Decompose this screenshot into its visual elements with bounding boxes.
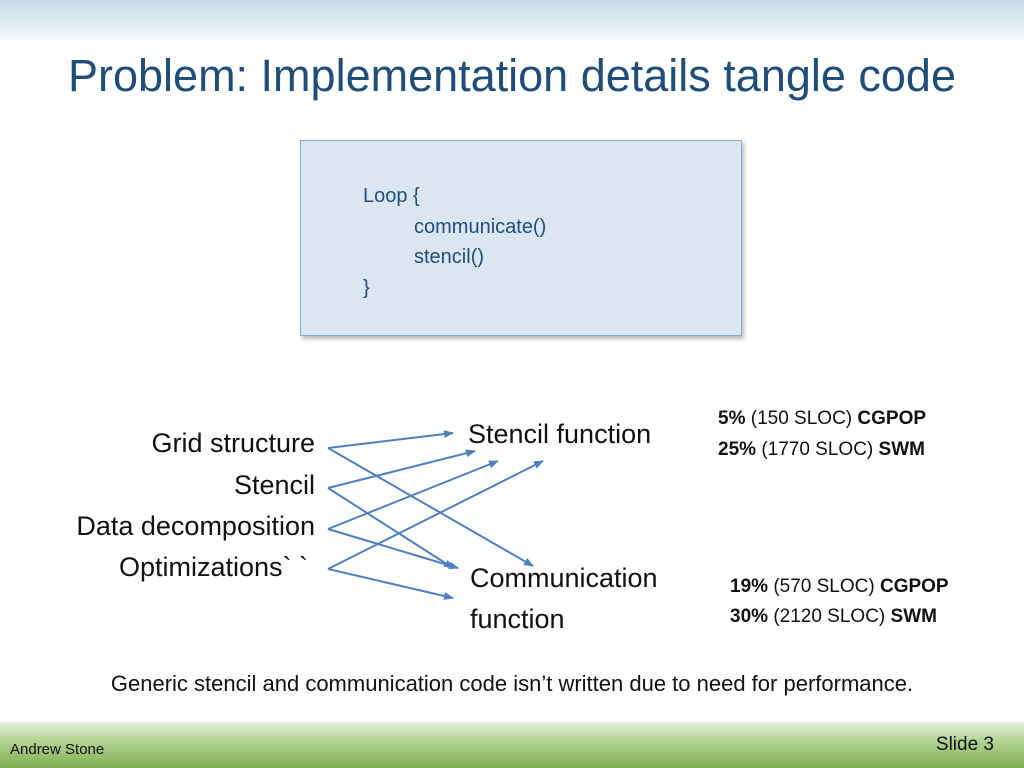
stat-sloc: (570 SLOC) (773, 576, 875, 597)
stat-pct: 25% (718, 439, 757, 460)
arrow-stencil-to-communication (327, 487, 454, 569)
arrow-stencil-to-stencil (327, 449, 476, 489)
stat-app: CGPOP (879, 576, 949, 597)
footnote: Generic stencil and communication code i… (110, 671, 914, 696)
stat-sloc: (150 SLOC) (750, 408, 853, 429)
header-band (0, 0, 1024, 44)
stat-sloc: (1770 SLOC) (761, 439, 874, 460)
arrow-optimizations-to-stencil (327, 460, 544, 570)
stat-pct: 5% (718, 408, 746, 429)
author-name: Andrew Stone (10, 741, 105, 758)
arrow-grid-to-stencil (327, 430, 454, 449)
label-communication-function-line1: Communication (470, 563, 658, 593)
footer-band (0, 722, 1024, 768)
label-stencil: Stencil (233, 470, 315, 500)
code-box: Loop { communicate() stencil() } (300, 140, 742, 336)
label-communication-function-line2: function (470, 604, 565, 634)
stat-sloc: (2120 SLOC) (773, 606, 886, 627)
stat-stencil-swm: 25% (1770 SLOC) SWM (718, 436, 925, 464)
stat-pct: 30% (730, 606, 769, 627)
label-grid-structure: Grid structure (151, 428, 315, 458)
stat-app: CGPOP (857, 408, 927, 429)
stat-pct: 19% (730, 576, 769, 597)
code-line: } (363, 277, 370, 299)
code-line: Loop { (363, 185, 420, 207)
arrow-optimizations-to-communication (327, 568, 454, 600)
arrow-decomposition-to-communication (327, 528, 459, 570)
stat-comm-swm: 30% (2120 SLOC) SWM (730, 603, 937, 631)
slide-number: Slide 3 (935, 734, 994, 755)
code-line: communicate() (414, 216, 547, 238)
arrow-grid-to-communication (327, 447, 534, 567)
stat-comm-cgpop: 19% (570 SLOC) CGPOP (730, 573, 949, 601)
arrow-decomposition-to-stencil (327, 460, 499, 530)
code-line: stencil() (414, 246, 485, 268)
stat-app: SWM (890, 606, 937, 627)
label-optimizations: Optimizations` ` (118, 552, 308, 582)
label-stencil-function: Stencil function (468, 419, 652, 449)
label-data-decomposition: Data decomposition (76, 511, 315, 541)
stat-app: SWM (878, 439, 925, 460)
slide-title: Problem: Implementation details tangle c… (67, 50, 956, 101)
stat-stencil-cgpop: 5% (150 SLOC) CGPOP (718, 405, 926, 433)
